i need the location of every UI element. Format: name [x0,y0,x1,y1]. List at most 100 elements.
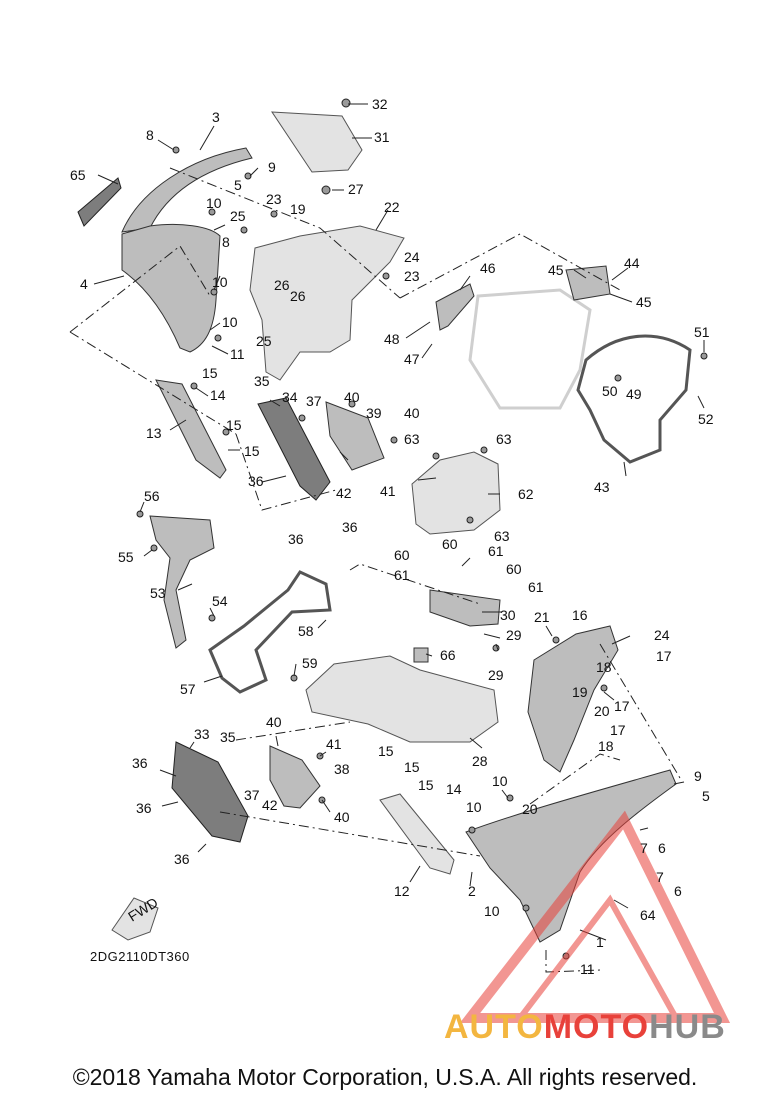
part-22-inner-panel [249,225,405,381]
part-66-label [413,647,429,663]
callout-63: 63 [494,528,510,544]
callout-36: 36 [174,851,190,867]
callout-3: 3 [212,109,220,125]
callout-36: 36 [342,519,358,535]
callout-15: 15 [202,365,218,381]
callout-7: 7 [656,869,664,885]
watermark-part-moto: MOTO [543,1008,650,1046]
callout-40: 40 [334,809,350,825]
callout-11: 11 [580,961,595,977]
callout-54: 54 [212,593,228,609]
part-53-bracket [149,515,215,649]
leader-lines [93,103,705,941]
callout-4: 4 [80,276,88,292]
callout-18: 18 [596,659,612,675]
callout-12: 12 [394,883,410,899]
callout-41: 41 [380,483,396,499]
part-meter-assembly-ghost [468,288,592,410]
part-38-bracket [269,745,321,809]
callout-41: 41 [326,736,342,752]
callout-47: 47 [404,351,420,367]
callout-50: 50 [602,383,618,399]
callout-27: 27 [348,181,364,197]
callout-5: 5 [702,788,710,804]
part-57-frame [208,570,332,694]
callout-66: 66 [440,647,456,663]
callout-10: 10 [206,195,222,211]
assembly-line [529,753,621,805]
callout-51: 51 [694,324,710,340]
callout-19: 19 [572,684,588,700]
callout-10: 10 [466,799,482,815]
callout-20: 20 [594,703,610,719]
assembly-line [545,950,601,973]
callout-14: 14 [210,387,226,403]
callout-62: 62 [518,486,534,502]
callout-26: 26 [274,277,290,293]
watermark: AUTOMOTOHUB [440,812,760,1052]
callout-labels: 1 2 3 4 5 5 6 6 7 7 8 8 9 9 10 10 10 10 … [70,96,714,977]
callout-42: 42 [262,797,278,813]
callout-38: 38 [334,761,350,777]
callout-6: 6 [658,840,666,856]
callout-35: 35 [254,373,270,389]
callout-9: 9 [268,159,276,175]
callout-36: 36 [132,755,148,771]
callout-10: 10 [484,903,500,919]
part-65-emblem [77,177,122,227]
callout-32: 32 [372,96,388,112]
callout-65: 65 [70,167,86,183]
callout-33: 33 [194,726,210,742]
callout-44: 44 [624,255,640,271]
part-31-panel [271,111,363,173]
callout-28: 28 [472,753,488,769]
part-62-heat-shield [411,451,501,535]
callout-7: 7 [640,840,648,856]
callout-8: 8 [146,127,154,143]
callout-31: 31 [374,129,390,145]
callout-61: 61 [488,543,504,559]
assembly-line [69,245,211,333]
part-30-bracket [429,589,501,627]
assembly-line [399,233,621,299]
part-34-cover [257,397,331,501]
callout-39: 39 [366,405,382,421]
callout-10: 10 [212,274,228,290]
callout-15: 15 [418,777,434,793]
part-33-side-cover [171,741,249,843]
callout-40: 40 [404,405,420,421]
callout-55: 55 [118,549,134,565]
callout-10: 10 [222,314,238,330]
callout-53: 53 [150,585,166,601]
watermark-part-auto: AUTO [444,1008,544,1046]
callout-36: 36 [248,473,264,489]
callout-18: 18 [598,738,614,754]
callout-23: 23 [404,268,420,284]
callout-40: 40 [266,714,282,730]
part-16-panel [527,625,619,773]
callout-43: 43 [594,479,610,495]
part-12-strip [379,793,455,875]
callout-5: 5 [234,177,242,193]
part-44-bracket [565,265,611,301]
assembly-line [235,433,337,511]
callout-19: 19 [290,201,306,217]
callout-45: 45 [548,262,564,278]
assembly-line [219,811,481,857]
part-46-bracket [435,283,475,331]
callout-30: 30 [500,607,516,623]
callout-34: 34 [282,389,298,405]
part-4-front-panel [121,223,221,353]
part-28-undercover [305,655,499,743]
callout-35: 35 [220,729,236,745]
part-32-nut [341,98,351,108]
callout-24: 24 [404,249,420,265]
callout-20: 20 [522,801,538,817]
callout-17: 17 [656,648,672,664]
callout-1: 1 [596,934,604,950]
callout-37: 37 [244,787,260,803]
callout-64: 64 [640,907,656,923]
callout-58: 58 [298,623,314,639]
callout-36: 36 [288,531,304,547]
assembly-line [169,167,401,299]
